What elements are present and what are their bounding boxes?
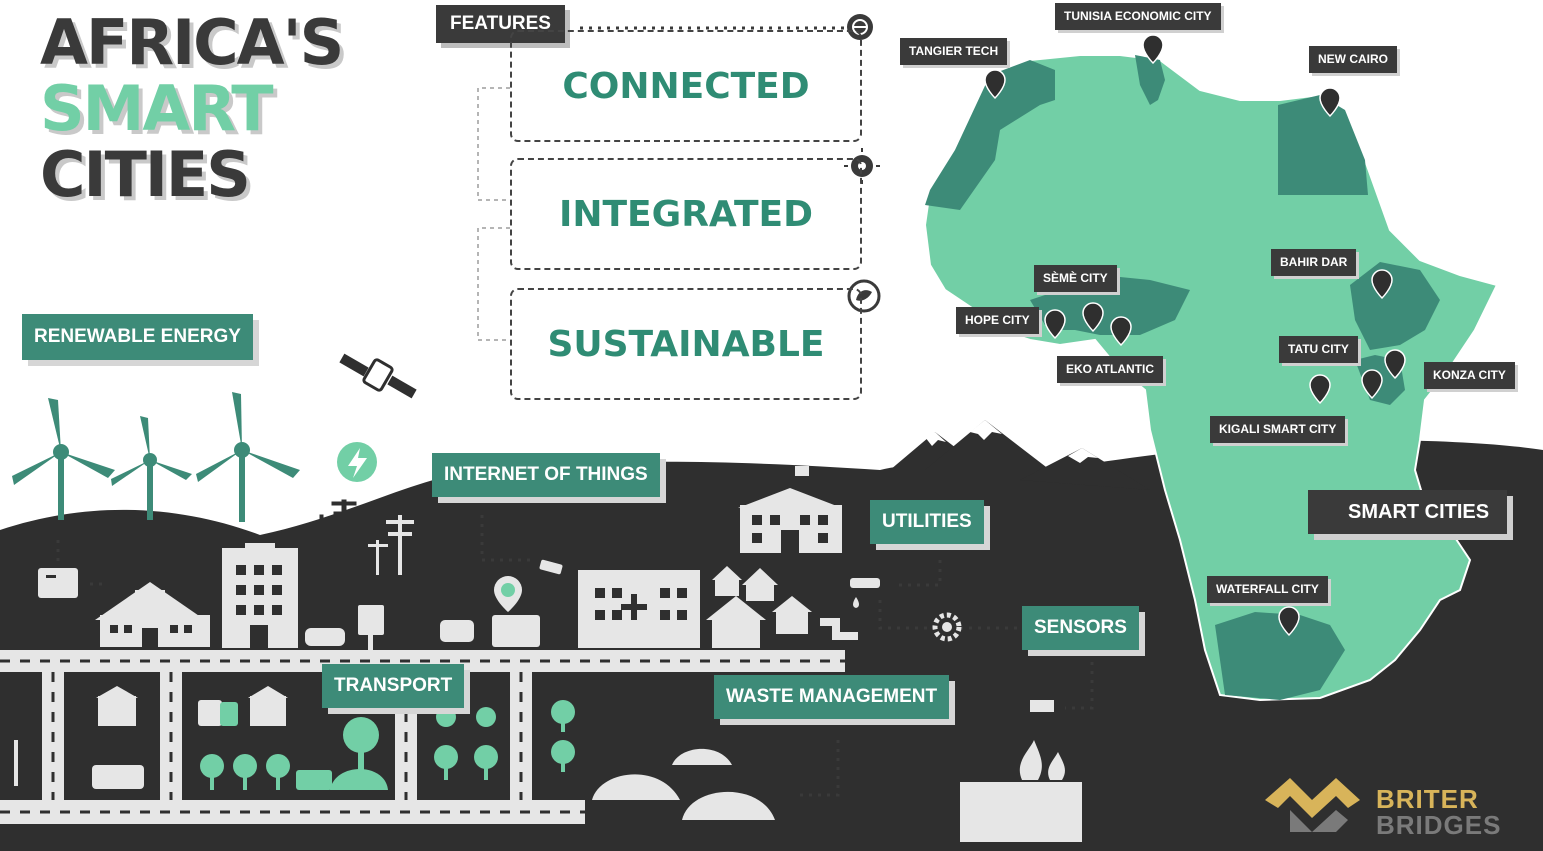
- building-windows: [46, 515, 828, 648]
- feature-integrated-label: INTEGRATED: [558, 193, 814, 235]
- city-buildings: [14, 466, 1082, 842]
- feature-sustainable-label: SUSTAINABLE: [547, 323, 825, 365]
- internet-of-things-tag: INTERNET OF THINGS: [432, 453, 660, 497]
- trees: [200, 700, 575, 790]
- map-pin-icon: [1309, 374, 1331, 405]
- briter-bridges-logo-icon: [1265, 778, 1360, 832]
- renewable-energy-tag: RENEWABLE ENERGY: [22, 314, 253, 360]
- map-pin-icon: [1384, 349, 1406, 380]
- city-label-eko-atlantic: EKO ATLANTIC: [1057, 356, 1163, 383]
- city-label-seme-city: SÈMÈ CITY: [1034, 265, 1117, 292]
- fire-icon: [1019, 740, 1065, 780]
- gear-icon: [932, 612, 962, 642]
- map-pin-icon: [1142, 34, 1164, 65]
- mountains: [890, 420, 1150, 490]
- power-poles-light-icon: [368, 515, 414, 575]
- map-pin-icon: [1319, 87, 1341, 118]
- smart-cities-legend: SMART CITIES: [1308, 490, 1508, 534]
- title-line-1: AFRICA'S: [40, 6, 344, 79]
- water-drop-icon: [853, 597, 859, 608]
- dotted-connectors: [56, 26, 1094, 797]
- brand-line-2: BRIDGES: [1376, 810, 1502, 840]
- map-pin-icon: [1278, 606, 1300, 637]
- city-label-waterfall-city: WATERFALL CITY: [1207, 576, 1328, 603]
- satellite-icon: [339, 353, 417, 399]
- city-label-tunisia-economic-city: TUNISIA ECONOMIC CITY: [1055, 3, 1221, 30]
- city-label-tatu-city: TATU CITY: [1279, 336, 1358, 363]
- feature-connected: CONNECTED: [510, 30, 862, 142]
- lightning-icon: [337, 442, 377, 482]
- feature-connected-label: CONNECTED: [562, 65, 810, 107]
- map-pin-icon: [1110, 316, 1132, 347]
- feature-integrated: INTEGRATED: [510, 158, 862, 270]
- power-poles-icon: [319, 499, 357, 541]
- city-label-konza-city: KONZA CITY: [1424, 362, 1515, 389]
- globe-icon: [847, 14, 873, 40]
- map-pin-icon: [1082, 302, 1104, 333]
- map-pin-icon: [1371, 269, 1393, 300]
- features-label: FEATURES: [436, 5, 565, 43]
- title-line-2: SMART: [40, 72, 274, 145]
- transport-tag: TRANSPORT: [322, 664, 465, 708]
- feature-brackets: [477, 87, 510, 341]
- map-pins: [984, 34, 1406, 637]
- city-label-bahir-dar: BAHIR DAR: [1271, 249, 1357, 276]
- dark-hills: [0, 440, 1543, 851]
- sensors-tag: SENSORS: [1022, 606, 1139, 650]
- brand-line-1: BRITER: [1376, 784, 1479, 814]
- health-pin-icon: [494, 576, 522, 612]
- utilities-tag: UTILITIES: [870, 500, 984, 544]
- city-label-tangier-tech: TANGIER TECH: [900, 38, 1008, 65]
- camera-icon: [539, 559, 563, 575]
- city-label-hope-city: HOPE CITY: [956, 307, 1039, 334]
- city-label-new-cairo: NEW CAIRO: [1309, 46, 1397, 73]
- title-line-3: CITIES: [40, 138, 251, 211]
- map-pin-icon: [1361, 369, 1383, 400]
- city-label-kigali-smart-city: KIGALI SMART CITY: [1210, 416, 1346, 443]
- feature-sustainable: SUSTAINABLE: [510, 288, 862, 400]
- waste-management-tag: WASTE MANAGEMENT: [714, 675, 950, 719]
- wind-turbines-icon: [12, 392, 300, 522]
- map-pin-icon: [984, 69, 1006, 100]
- map-pin-icon: [1044, 309, 1066, 340]
